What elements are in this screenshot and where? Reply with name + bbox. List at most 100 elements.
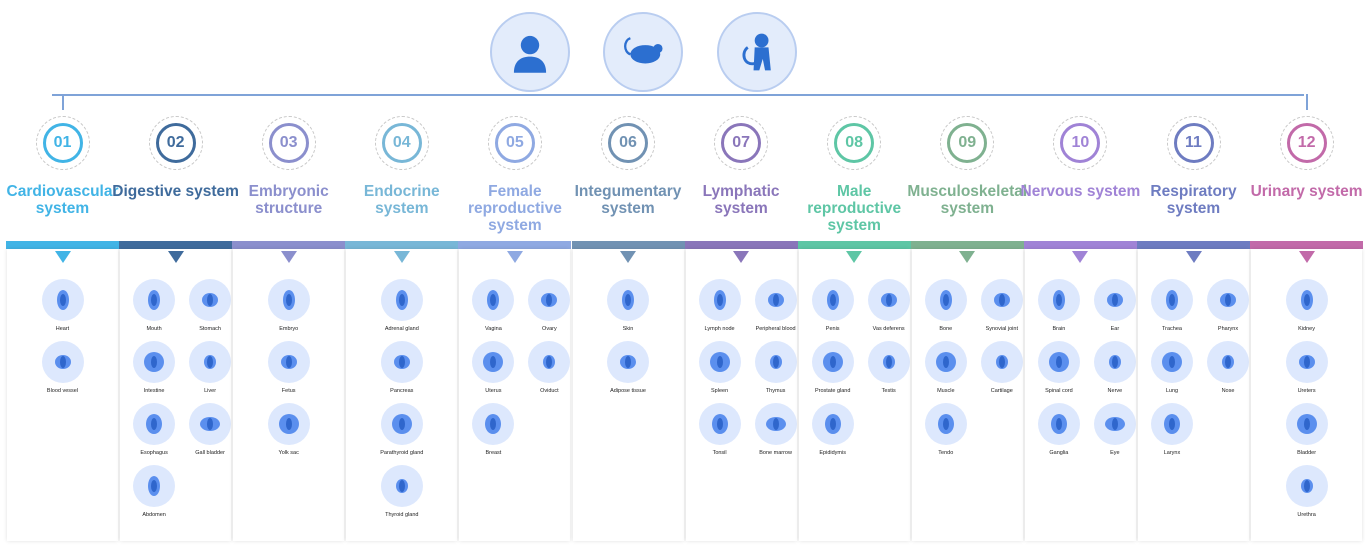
organ-item: Embryo [261, 279, 317, 341]
organ-item: Bone [918, 279, 974, 341]
organ-item: Fetus [261, 341, 317, 403]
intestine-icon [133, 341, 176, 383]
organ-label: Oviduct [540, 388, 559, 394]
system-number-badge: 12 [1279, 116, 1334, 170]
uterus-icon [472, 341, 515, 383]
tendo-icon [924, 403, 967, 445]
organ-label: Tonsil [712, 450, 727, 456]
vas-deferens-icon [867, 279, 910, 321]
stomach-icon [189, 279, 232, 321]
organ-label: Penis [825, 326, 840, 332]
organ-label: Synovial joint [985, 326, 1018, 332]
system-number-badge: 10 [1053, 116, 1108, 170]
system-number-badge: 05 [487, 116, 542, 170]
organ-label: Prostate gland [814, 388, 851, 394]
pointer-triangle-icon [1185, 251, 1202, 263]
organ-item: Peripheral blood [748, 279, 804, 341]
organ-label: Intestine [143, 388, 165, 394]
pointer-triangle-icon [620, 251, 636, 263]
organ-label: Ovary [542, 326, 557, 332]
pointer-triangle-icon [846, 251, 863, 263]
pancreas-icon [380, 341, 423, 383]
organ-label: Pharynx [1217, 326, 1239, 332]
system-number-badge: 01 [35, 116, 90, 170]
organ-label: Tendo [938, 450, 954, 456]
system-number: 03 [268, 123, 309, 163]
yolk-sac-icon [267, 403, 310, 445]
organ-label: Kidney [1298, 326, 1315, 332]
brain-icon [1037, 279, 1080, 321]
organ-label: Mouth [146, 326, 162, 332]
synovial-joint-icon [980, 279, 1023, 321]
thyroid-gland-icon [380, 465, 423, 507]
organ-item: Heart [35, 279, 91, 341]
penis-icon [811, 279, 854, 321]
peripheral-blood-icon [754, 279, 797, 321]
abdomen-icon [133, 465, 176, 507]
organ-item: Pancreas [374, 341, 430, 403]
organ-label: Epididymis [819, 450, 846, 456]
organ-label: Peripheral blood [755, 326, 796, 332]
organ-item: Spinal cord [1031, 341, 1087, 403]
organ-item: Bladder [1279, 403, 1335, 465]
system-title: Nervous system [1020, 183, 1141, 200]
system-title: Lymphatic system [702, 183, 780, 217]
organ-item: Larynx [1144, 403, 1200, 465]
organ-item: Eye [1087, 403, 1143, 465]
system-number-badge: 04 [374, 116, 429, 170]
organ-label: Adipose tissue [610, 388, 646, 394]
system-number: 12 [1286, 123, 1327, 163]
skin-icon [607, 279, 649, 321]
organ-item: Penis [805, 279, 861, 341]
organ-label: Muscle [937, 388, 955, 394]
organ-label: Esophagus [140, 450, 168, 456]
organ-item: Breast [465, 403, 521, 465]
organ-item: Brain [1031, 279, 1087, 341]
system-color-bar [119, 241, 233, 249]
organ-label: Trachea [1162, 326, 1182, 332]
ureters-icon [1285, 341, 1328, 383]
gall-bladder-icon [189, 403, 232, 445]
organ-label: Lung [1165, 388, 1179, 394]
organ-item: Trachea [1144, 279, 1200, 341]
nose-icon [1207, 341, 1249, 383]
organ-label: Eye [1110, 450, 1120, 456]
eye-icon [1093, 403, 1136, 445]
system-color-bar [345, 241, 459, 249]
pointer-triangle-icon [506, 251, 523, 263]
organ-label: Larynx [1163, 450, 1181, 456]
system-number-badge: 09 [940, 116, 995, 170]
organ-item: Nose [1200, 341, 1256, 403]
organ-item: Tonsil [692, 403, 748, 465]
spleen-icon [698, 341, 741, 383]
organ-label: Spinal cord [1045, 388, 1073, 394]
organ-label: Vagina [485, 326, 502, 332]
organ-label: Ureters [1297, 388, 1316, 394]
system-title: Cardiovascular system [6, 183, 119, 217]
organ-label: Embryo [279, 326, 299, 332]
ovary-icon [528, 279, 571, 321]
pointer-triangle-icon [280, 251, 297, 263]
organ-label: Vas deferens [872, 326, 905, 332]
organ-item: Oviduct [521, 341, 577, 403]
organ-label: Bladder [1297, 450, 1317, 456]
organ-item: Stomach [182, 279, 238, 341]
organ-label: Cartilage [990, 388, 1013, 394]
connector-line [52, 94, 1304, 96]
organ-item: Gall bladder [182, 403, 238, 465]
organ-item: Ovary [521, 279, 577, 341]
